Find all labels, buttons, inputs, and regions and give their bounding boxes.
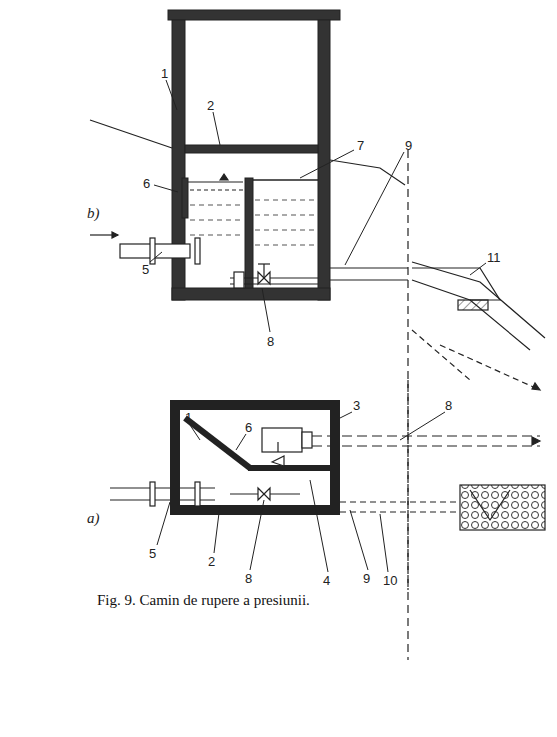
figure-caption: Fig. 9. Camin de rupere a presiunii. xyxy=(97,592,310,609)
callout-number: 11 xyxy=(486,250,502,265)
callout-number: 9 xyxy=(404,138,413,153)
callout-number: 2 xyxy=(207,554,216,569)
callout-number: 2 xyxy=(206,98,215,113)
callout-number: 5 xyxy=(141,262,150,277)
callout-number: 3 xyxy=(352,398,361,413)
view-label: b) xyxy=(86,205,101,222)
callout-number: 8 xyxy=(444,398,453,413)
callout-number: 1 xyxy=(160,66,169,81)
callout-number: 10 xyxy=(382,573,398,588)
view-label: a) xyxy=(86,510,101,527)
callout-number: 7 xyxy=(356,138,365,153)
callout-number: 1 xyxy=(184,410,193,425)
callout-number: 4 xyxy=(322,573,331,588)
callout-number: 8 xyxy=(244,571,253,586)
callout-number: 9 xyxy=(362,571,371,586)
callout-number: 8 xyxy=(266,334,275,349)
callout-number: 6 xyxy=(142,176,151,191)
callout-number: 6 xyxy=(244,420,253,435)
callout-number: 5 xyxy=(148,546,157,561)
